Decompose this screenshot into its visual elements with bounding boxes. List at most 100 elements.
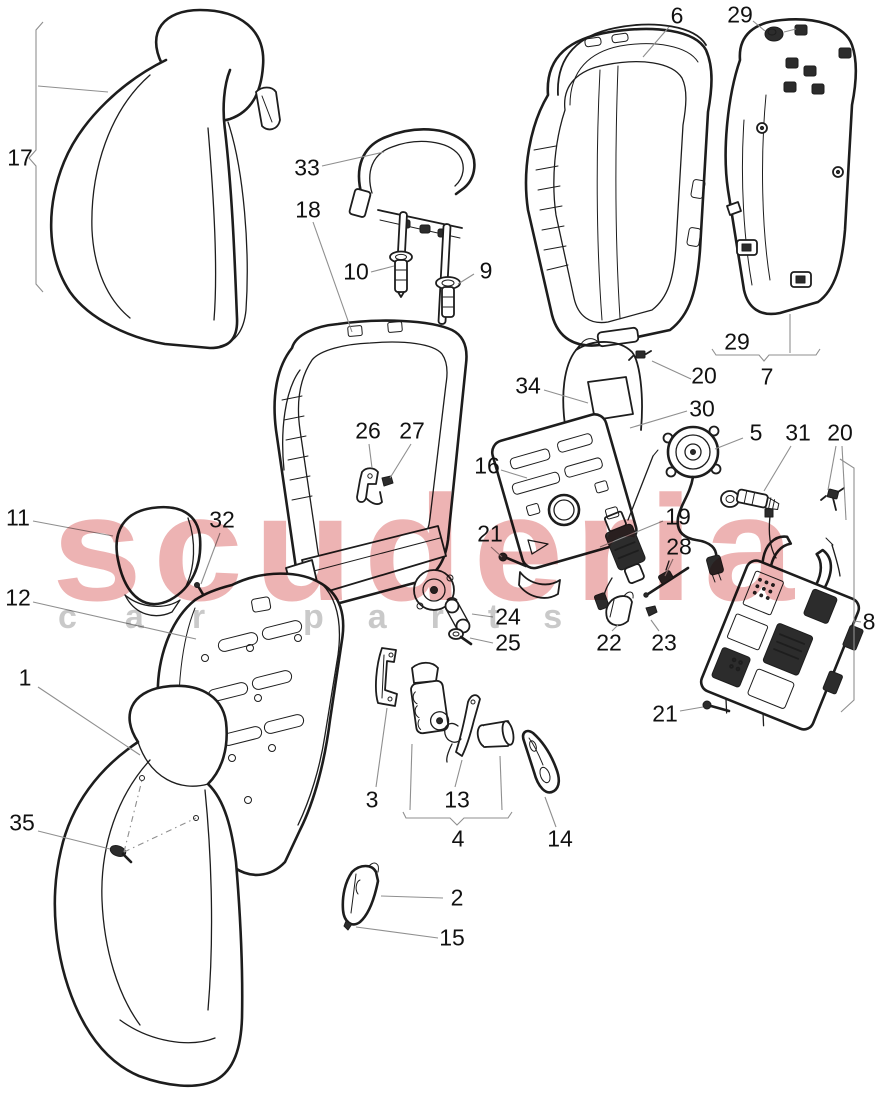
leader-line-21 xyxy=(679,706,704,712)
part-label-29: 29 xyxy=(727,1,753,28)
part-24-link xyxy=(444,597,471,634)
part-20-clip-upper xyxy=(628,350,652,361)
part-label-32: 32 xyxy=(209,506,235,533)
part-label-6: 6 xyxy=(670,2,684,29)
leader-line-8 xyxy=(853,620,862,623)
part-25-bolt xyxy=(448,628,473,646)
leader-line-3 xyxy=(375,707,388,788)
leader-line-31 xyxy=(763,445,792,492)
part-label-11: 11 xyxy=(6,504,30,531)
part-4-knob xyxy=(476,720,515,748)
part-16-lumbar-module xyxy=(490,413,638,599)
leader-line-12 xyxy=(32,601,197,640)
leader-line-1 xyxy=(37,686,141,756)
part-9-bushing xyxy=(435,276,461,318)
part-label-14: 14 xyxy=(547,825,573,852)
part-label-16: 16 xyxy=(474,452,500,479)
part-34-pad xyxy=(587,376,634,421)
leader-line-4 xyxy=(409,743,413,811)
leader-line-27 xyxy=(389,443,412,479)
leader-line-34 xyxy=(543,389,589,404)
leader-line-35 xyxy=(37,830,111,850)
leader-line-18 xyxy=(312,221,353,333)
part-18-backrest-frame xyxy=(273,319,468,611)
part-label-30: 30 xyxy=(689,395,715,422)
part-label-20: 20 xyxy=(691,362,717,389)
part-label-33: 33 xyxy=(294,154,320,181)
part-10-bushing xyxy=(389,250,413,298)
part-label-34: 34 xyxy=(515,372,541,399)
part-label-24: 24 xyxy=(495,603,521,630)
part-20-clip-right xyxy=(820,487,845,511)
leader-line-15 xyxy=(355,926,439,939)
leader-line-8 xyxy=(839,458,855,713)
part-label-12: 12 xyxy=(5,584,31,611)
leader-line-16 xyxy=(500,469,528,479)
part-label-10: 10 xyxy=(343,258,369,285)
leader-line-25 xyxy=(469,637,494,644)
part-label-1: 1 xyxy=(18,664,32,691)
part-13-lever xyxy=(444,694,481,763)
part-label-26: 26 xyxy=(355,417,381,444)
part-15-screw xyxy=(343,920,353,931)
leader-line-14 xyxy=(544,796,557,828)
part-17-backrest-cushion xyxy=(49,8,281,350)
leader-line-33 xyxy=(321,151,385,167)
leader-line-26 xyxy=(368,443,373,469)
part-21-screw-lower xyxy=(702,700,731,713)
leader-line-2 xyxy=(380,895,444,899)
part-label-17: 17 xyxy=(7,144,33,171)
leader-line-6 xyxy=(642,26,670,58)
leader-line-23 xyxy=(650,619,660,632)
leader-line-32 xyxy=(200,532,221,585)
part-label-23: 23 xyxy=(651,629,677,656)
part-label-5: 5 xyxy=(749,419,763,446)
part-label-20: 20 xyxy=(827,419,853,446)
part-label-15: 15 xyxy=(439,924,465,951)
leader-line-17 xyxy=(37,85,109,93)
part-26-bracket xyxy=(356,467,383,505)
leader-line-20 xyxy=(841,445,847,521)
leader-line-9 xyxy=(457,273,475,285)
part-label-9: 9 xyxy=(479,257,493,284)
part-label-3: 3 xyxy=(365,786,379,813)
part-14-handle xyxy=(521,729,561,794)
part-label-27: 27 xyxy=(399,417,425,444)
leader-line-28 xyxy=(664,558,674,577)
part-label-18: 18 xyxy=(295,196,321,223)
part-label-13: 13 xyxy=(444,786,470,813)
leader-line-13 xyxy=(454,759,463,788)
part-23-clip xyxy=(645,605,658,617)
part-label-35: 35 xyxy=(9,809,35,836)
leader-line-30 xyxy=(629,410,688,429)
part-28-rod xyxy=(643,560,690,598)
leader-line-5 xyxy=(714,437,744,450)
part-5-speaker xyxy=(662,425,724,583)
leader-line-19 xyxy=(599,520,664,548)
part-27-clip xyxy=(381,475,394,487)
part-30-wire xyxy=(562,338,643,433)
part-29-screw xyxy=(764,26,784,42)
part-4-release-unit xyxy=(410,661,450,735)
part-7-back-panel xyxy=(724,18,858,316)
leader-line-29 xyxy=(711,348,821,362)
part-label-21: 21 xyxy=(652,700,678,727)
part-label-8: 8 xyxy=(862,608,876,635)
leader-line-4 xyxy=(402,811,513,826)
leader-line-4 xyxy=(499,755,503,811)
part-21-screw-left xyxy=(498,552,528,568)
leader-line-29 xyxy=(783,28,797,33)
leader-line-24 xyxy=(471,613,494,618)
part-label-2: 2 xyxy=(450,884,464,911)
part-label-4: 4 xyxy=(451,825,465,852)
part-label-19: 19 xyxy=(665,503,691,530)
leader-line-20 xyxy=(827,445,837,491)
part-label-22: 22 xyxy=(596,629,622,656)
part-2-cover xyxy=(341,862,380,926)
leader-line-17 xyxy=(28,21,44,293)
part-6-backrest-shell xyxy=(524,23,713,348)
part-label-28: 28 xyxy=(666,533,692,560)
part-label-31: 31 xyxy=(785,419,811,446)
